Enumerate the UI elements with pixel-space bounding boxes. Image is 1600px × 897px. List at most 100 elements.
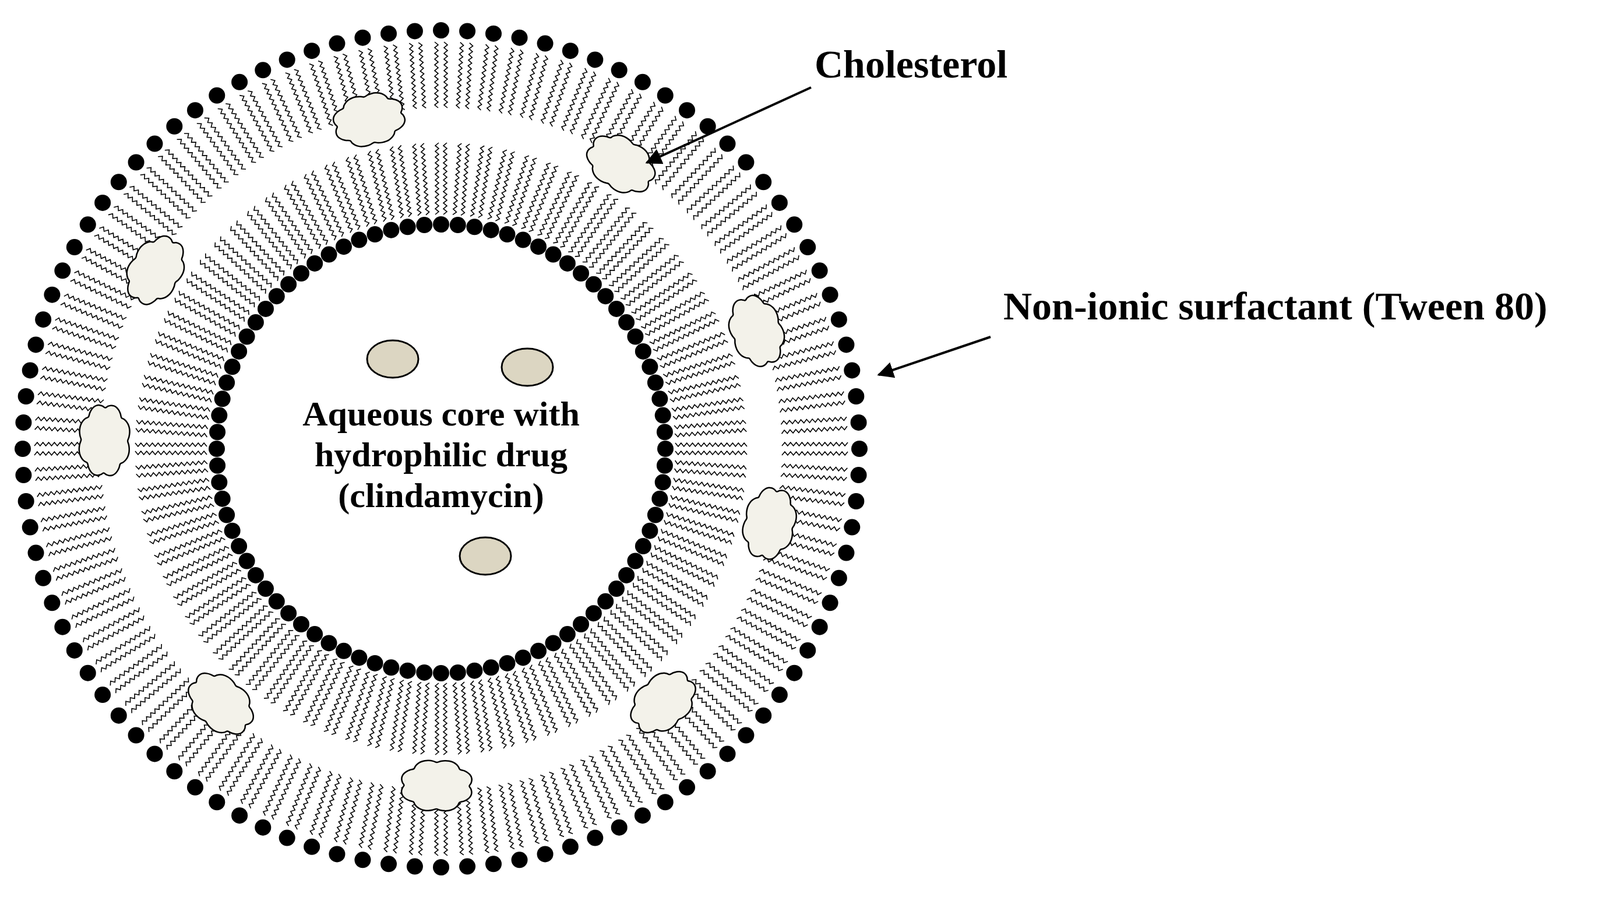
core-text-group: Aqueous core with hydrophilic drug (clin… — [277, 393, 605, 516]
surfactant-head — [306, 625, 323, 643]
callout-label: Non-ionic surfactant (Tween 80) — [1003, 283, 1548, 329]
surfactant-tail — [443, 142, 447, 215]
surfactant-head — [466, 218, 483, 235]
surfactant-tail — [529, 166, 559, 232]
surfactant-head — [678, 779, 696, 796]
surfactant-tail — [522, 667, 550, 736]
surfactant-tail — [203, 598, 262, 643]
surfactant-head — [635, 343, 652, 360]
surfactant-head — [586, 829, 604, 847]
surfactant-head — [321, 634, 338, 651]
surfactant-tail — [323, 665, 354, 732]
surfactant-head — [416, 664, 433, 681]
surfactant-head — [626, 552, 644, 570]
surfactant-tail — [661, 529, 727, 559]
drug-molecule — [459, 537, 511, 575]
surfactant-head — [208, 793, 225, 810]
surfactant-head — [354, 851, 371, 868]
surfactant-head — [830, 311, 848, 328]
surfactant-tail — [217, 108, 257, 163]
surfactant-head — [771, 194, 788, 211]
surfactant-tail — [568, 194, 612, 252]
surfactant-tail — [141, 495, 213, 514]
surfactant-tail — [140, 174, 191, 218]
surfactant-head — [647, 506, 664, 523]
surfactant-tail — [671, 147, 716, 199]
surfactant-head — [786, 664, 803, 682]
surfactant-head — [771, 686, 788, 703]
surfactant-tail — [452, 682, 461, 754]
surfactant-tail — [435, 682, 439, 755]
surfactant-tail — [218, 611, 274, 659]
surfactant-tail — [443, 41, 448, 108]
surfactant-head — [811, 618, 828, 636]
surfactant-tail — [196, 123, 239, 175]
surfactant-tail — [777, 375, 842, 391]
surfactant-head — [562, 838, 579, 855]
surfactant-tail — [146, 512, 217, 536]
surfactant-tail — [230, 226, 278, 281]
surfactant-head — [498, 226, 516, 243]
surfactant-tail — [164, 318, 228, 353]
surfactant-head — [15, 466, 32, 484]
surfactant-tail — [247, 90, 283, 147]
surfactant-tail — [672, 405, 745, 419]
surfactant-tail — [383, 786, 396, 852]
surfactant-tail — [48, 536, 112, 556]
surfactant-head — [641, 522, 658, 539]
surfactant-head — [572, 615, 590, 633]
surfactant-tail — [674, 468, 746, 478]
surfactant-head — [238, 552, 256, 570]
surfactant-head — [851, 440, 868, 457]
surfactant-head — [218, 374, 235, 391]
surfactant-tail — [671, 397, 744, 412]
surfactant-tail — [309, 64, 334, 126]
surfactant-tail — [736, 617, 796, 650]
surfactant-head — [166, 762, 183, 780]
surfactant-tail — [456, 42, 464, 109]
surfactant-tail — [332, 161, 361, 231]
surfactant-tail — [674, 420, 746, 429]
surfactant-tail — [234, 624, 287, 675]
surfactant-tail — [135, 450, 207, 455]
surfactant-tail — [163, 546, 229, 579]
surfactant-head — [293, 265, 310, 282]
surfactant-tail — [40, 506, 105, 523]
surfactant-tail — [61, 568, 122, 596]
surfactant-tail — [727, 225, 781, 264]
surfactant-tail — [460, 143, 470, 216]
surfactant-head — [79, 664, 97, 682]
surfactant-head — [799, 238, 816, 256]
surfactant-tail — [185, 577, 247, 618]
surfactant-head — [335, 238, 352, 255]
surfactant-head — [545, 634, 562, 651]
surfactant-tail — [772, 350, 836, 370]
surfactant-head — [94, 194, 111, 211]
surfactant-head — [511, 29, 528, 47]
surfactant-tail — [705, 663, 759, 704]
surfactant-tail — [665, 361, 735, 385]
surfactant-tail — [397, 145, 412, 217]
surfactant-tail — [693, 172, 740, 221]
surfactant-head — [572, 265, 590, 282]
surfactant-head — [230, 537, 248, 555]
surfactant-tail — [75, 596, 135, 629]
surfactant-head — [562, 42, 579, 59]
surfactant-tail — [311, 170, 344, 237]
surfactant-tail — [110, 643, 162, 686]
surfactant-head — [586, 51, 604, 68]
surfactant-tail — [247, 210, 292, 270]
surfactant-head — [247, 314, 264, 331]
surfactant-tail — [418, 42, 426, 108]
surfactant-head — [626, 328, 644, 345]
surfactant-head — [146, 745, 163, 762]
surfactant-head — [611, 61, 628, 79]
surfactant-head — [406, 22, 424, 40]
surfactant-tail — [135, 460, 208, 469]
surfactant-tail — [580, 759, 612, 819]
surfactant-tail — [646, 560, 708, 600]
surfactant-tail — [781, 463, 848, 471]
cholesterol-blob — [78, 404, 131, 476]
surfactant-head — [66, 238, 83, 256]
surfactant-head — [719, 745, 736, 762]
